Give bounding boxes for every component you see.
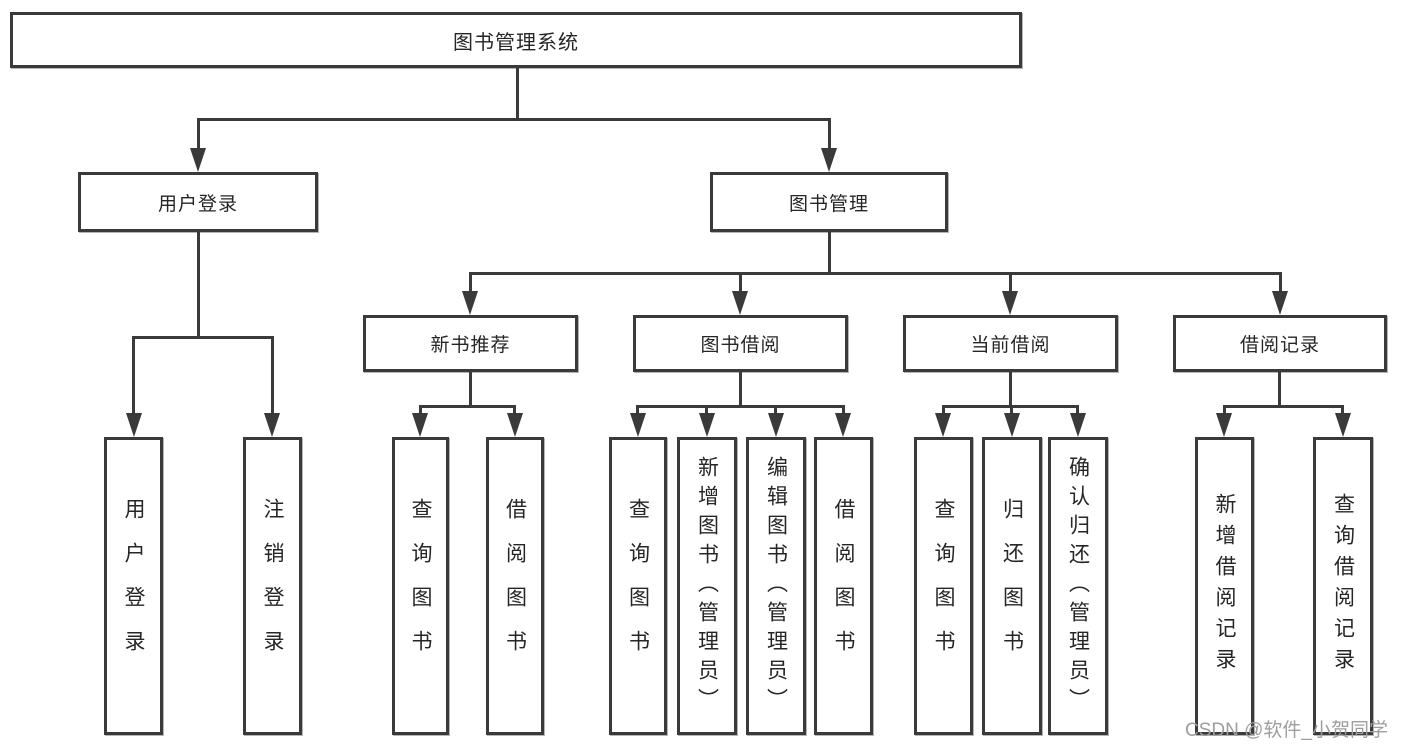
arrowhead-down-icon [768,413,784,437]
arrowhead-down-icon [630,413,646,437]
connector-line [1278,372,1281,407]
arrowhead-down-icon [821,148,837,172]
arrowhead-down-icon [507,413,523,437]
leaf-edit-book-admin-label: 编辑图书（管理员） [764,455,788,717]
leaf-logout-label: 注销登录 [261,498,284,674]
leaf-query-book-borrowing-label: 查询图书 [626,498,650,674]
csdn-watermark: CSDN @软件_小贺同学 [1185,720,1388,741]
node-book-borrowing: 图书借阅 [633,315,848,372]
leaf-query-book-borrowing: 查询图书 [609,437,667,735]
leaf-add-borrow-record-label: 新增借阅记录 [1213,493,1236,679]
leaf-query-book-recommend: 查询图书 [392,437,449,735]
connector-line [271,336,274,414]
connector-line [1223,405,1343,408]
arrowhead-down-icon [1004,413,1020,437]
node-root: 图书管理系统 [10,12,1022,68]
arrowhead-down-icon [835,413,851,437]
leaf-add-book-admin: 新增图书（管理员） [677,437,737,735]
node-borrow-records: 借阅记录 [1173,315,1387,372]
leaf-query-borrow-record: 查询借阅记录 [1313,437,1373,735]
connector-line [469,372,472,407]
connector-line [1223,405,1226,415]
connector-line [828,232,831,274]
node-book-management-label: 图书管理 [788,193,869,215]
connector-line [774,405,777,415]
leaf-return-book: 归还图书 [982,437,1042,735]
node-borrow-records-label: 借阅记录 [1239,335,1320,356]
connector-line [1009,372,1012,407]
connector-line [1076,405,1079,415]
leaf-return-book-label: 归还图书 [1000,498,1024,674]
leaf-borrow-book-recommend-label: 借阅图书 [503,498,527,674]
arrowhead-down-icon [1070,413,1086,437]
node-user-login-label: 用户登录 [157,193,238,215]
node-current-borrowing: 当前借阅 [903,315,1118,372]
connector-line [419,405,516,408]
arrowhead-down-icon [412,413,428,437]
leaf-logout: 注销登录 [243,437,302,735]
arrowhead-down-icon [935,413,951,437]
leaf-confirm-return-admin: 确认归还（管理员） [1048,437,1108,735]
connector-line [739,372,742,407]
node-new-book-recommend: 新书推荐 [363,315,578,372]
connector-line [513,405,516,415]
leaf-add-borrow-record: 新增借阅记录 [1195,437,1254,735]
node-book-management: 图书管理 [710,172,948,232]
arrowhead-down-icon [1335,413,1351,437]
connector-line [1010,405,1013,415]
node-root-label: 图书管理系统 [453,31,579,54]
arrowhead-down-icon [190,148,206,172]
arrowhead-down-icon [264,413,280,437]
leaf-query-borrow-record-label: 查询借阅记录 [1331,493,1355,679]
connector-line [132,336,274,339]
leaf-edit-book-admin: 编辑图书（管理员） [746,437,806,735]
connector-line [636,405,639,415]
connector-line [705,405,708,415]
connector-line [197,118,200,150]
leaf-user-login-label: 用户登录 [122,498,145,674]
connector-line [1341,405,1344,415]
node-current-borrowing-label: 当前借阅 [970,335,1051,356]
connector-line [419,405,422,415]
node-user-login: 用户登录 [78,172,318,232]
arrowhead-down-icon [126,413,142,437]
leaf-borrow-book-borrowing-label: 借阅图书 [832,498,855,674]
leaf-query-book-recommend-label: 查询图书 [409,498,432,674]
leaf-borrow-book-recommend: 借阅图书 [486,437,544,735]
connector-line [636,405,845,408]
node-book-borrowing-label: 图书借阅 [700,335,781,356]
arrowhead-down-icon [1002,291,1018,315]
arrowhead-down-icon [462,291,478,315]
connector-line [469,272,472,293]
leaf-user-login: 用户登录 [104,437,163,735]
arrowhead-down-icon [699,413,715,437]
connector-line [469,272,1282,275]
leaf-query-book-current: 查询图书 [914,437,973,735]
arrowhead-down-icon [1272,291,1288,315]
connector-line [828,118,831,150]
leaf-confirm-return-admin-label: 确认归还（管理员） [1066,455,1090,717]
connector-line [516,68,519,120]
connector-line [1279,272,1282,293]
leaf-add-book-admin-label: 新增图书（管理员） [695,455,719,717]
arrowhead-down-icon [732,291,748,315]
connector-line [1009,272,1012,293]
connector-line [842,405,845,415]
connector-line [132,336,135,414]
node-new-book-recommend-label: 新书推荐 [430,335,511,356]
connector-line [739,272,742,293]
leaf-query-book-current-label: 查询图书 [932,498,955,674]
connector-line [197,118,831,121]
connector-line [197,232,200,338]
connector-line [942,405,945,415]
arrowhead-down-icon [1216,413,1232,437]
leaf-borrow-book-borrowing: 借阅图书 [814,437,873,735]
